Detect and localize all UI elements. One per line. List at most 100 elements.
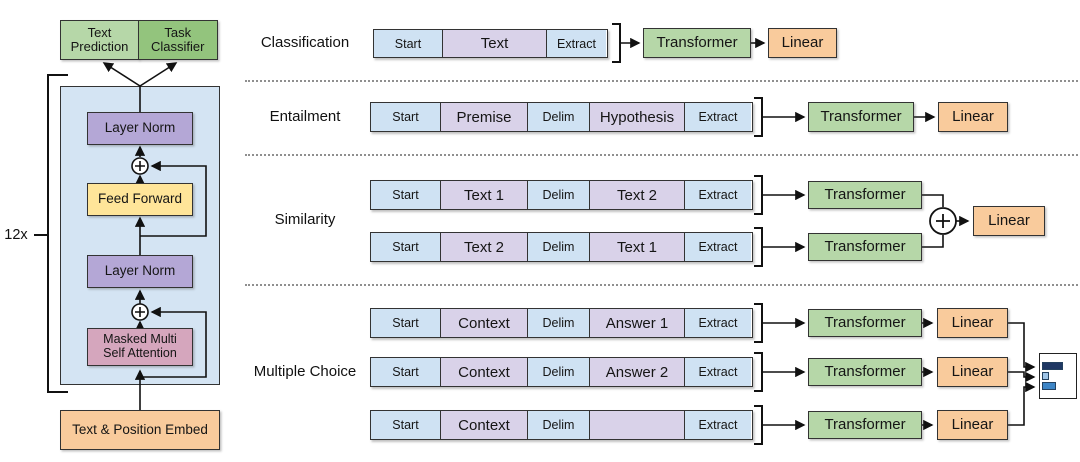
similarity-linear-box: Linear <box>973 206 1045 236</box>
entailment-label: Entailment <box>269 108 341 125</box>
token-premise: Premise <box>441 103 528 131</box>
layer-norm-bottom-label: Layer Norm <box>104 263 176 279</box>
token-hypothesis: Hypothesis <box>590 103 685 131</box>
token-delim: Delim <box>528 103 590 131</box>
text-prediction-label: Text Prediction <box>70 24 129 54</box>
transformer-label: Transformer <box>824 185 906 203</box>
entailment-token-strip: Start Premise Delim Hypothesis Extract <box>370 102 753 132</box>
extract-bracket <box>754 227 763 267</box>
transformer-label: Transformer <box>824 415 906 433</box>
token-context: Context <box>441 309 528 337</box>
layer-norm-bottom-box: Layer Norm <box>87 255 193 288</box>
token-extract: Extract <box>685 411 751 439</box>
classification-transformer-box: Transformer <box>643 28 751 58</box>
task-classifier-box: Task Classifier <box>137 20 218 60</box>
text-position-embed-label: Text & Position Embed <box>72 421 208 437</box>
separator-line <box>245 80 1078 82</box>
layer-norm-top-label: Layer Norm <box>104 120 176 136</box>
classification-token-strip: Start Text Extract <box>373 29 608 58</box>
token-start: Start <box>371 103 441 131</box>
transformer-label: Transformer <box>656 33 738 51</box>
line-transformer1-to-sum <box>922 194 944 207</box>
token-extract: Extract <box>685 103 751 131</box>
linear-label: Linear <box>988 211 1030 229</box>
token-answer2: Answer 2 <box>590 358 685 386</box>
token-context: Context <box>441 411 528 439</box>
extract-bracket <box>754 175 763 215</box>
transformer-label: Transformer <box>820 107 902 125</box>
extract-bracket <box>754 405 763 445</box>
extract-bracket <box>754 352 763 392</box>
multiple-choice-linear-box-2: Linear <box>937 357 1008 387</box>
token-extract: Extract <box>685 181 751 209</box>
multiple-choice-transformer-box-3: Transformer <box>808 411 922 439</box>
arrow-to-task-classifier <box>139 62 178 87</box>
arrow-linear2-to-scores <box>1008 371 1036 383</box>
entailment-linear-box: Linear <box>938 102 1008 132</box>
masked-attention-line1: Masked Multi <box>103 332 177 347</box>
multiple-choice-linear-box-1: Linear <box>937 308 1008 338</box>
similarity-transformer-box-2: Transformer <box>808 233 922 261</box>
similarity-transformer-box-1: Transformer <box>808 181 922 209</box>
similarity-token-strip-1: Start Text 1 Delim Text 2 Extract <box>370 180 753 210</box>
line-transformer2-to-sum <box>922 235 944 248</box>
layer-norm-top-box: Layer Norm <box>87 112 193 145</box>
token-start: Start <box>371 233 441 261</box>
linear-label: Linear <box>951 362 994 380</box>
similarity-token-strip-2: Start Text 2 Delim Text 1 Extract <box>370 232 753 262</box>
separator-line <box>245 154 1078 156</box>
token-delim: Delim <box>528 411 590 439</box>
multiple-choice-token-strip-1: Start Context Delim Answer 1 Extract <box>370 308 753 338</box>
token-extract: Extract <box>685 358 751 386</box>
classification-linear-box: Linear <box>768 28 837 58</box>
token-start: Start <box>371 181 441 209</box>
transformer-label: Transformer <box>824 237 906 255</box>
multiple-choice-transformer-box-2: Transformer <box>808 358 922 386</box>
arrow-linear1-to-scores <box>1008 322 1036 373</box>
similarity-label: Similarity <box>274 211 336 228</box>
token-answerN <box>590 411 685 439</box>
token-context: Context <box>441 358 528 386</box>
feed-forward-label: Feed Forward <box>97 191 183 207</box>
extract-bracket <box>754 303 763 343</box>
extract-bracket <box>754 97 763 137</box>
linear-label: Linear <box>952 107 994 125</box>
token-start: Start <box>371 309 441 337</box>
token-start: Start <box>371 411 441 439</box>
token-text1: Text 1 <box>441 181 528 209</box>
token-text2: Text 2 <box>590 181 685 209</box>
arrow-to-text-prediction <box>102 62 141 87</box>
linear-label: Linear <box>951 415 994 433</box>
token-start: Start <box>374 30 443 57</box>
masked-attention-line2: Self Attention <box>103 346 177 360</box>
score-bar-3 <box>1042 382 1056 390</box>
token-delim: Delim <box>528 309 590 337</box>
extract-bracket <box>612 23 621 63</box>
token-extract: Extract <box>685 309 751 337</box>
masked-multi-self-attention-box: Masked Multi Self Attention <box>87 328 193 366</box>
repeat-12x-label: 12x <box>4 227 28 243</box>
linear-label: Linear <box>781 33 824 51</box>
token-delim: Delim <box>528 181 590 209</box>
text-position-embed-box: Text & Position Embed <box>60 410 220 450</box>
multiple-choice-linear-box-3: Linear <box>937 410 1008 440</box>
arrow-linear3-to-scores <box>1008 381 1036 426</box>
transformer-label: Transformer <box>824 362 906 380</box>
text-prediction-box: Text Prediction <box>60 20 139 60</box>
entailment-transformer-box: Transformer <box>808 102 914 132</box>
multiple-choice-transformer-box-1: Transformer <box>808 309 922 337</box>
sum-icon <box>929 207 957 235</box>
token-extract: Extract <box>685 233 751 261</box>
token-start: Start <box>371 358 441 386</box>
multiple-choice-label: Multiple Choice <box>253 363 357 380</box>
token-text: Text <box>443 30 547 57</box>
answer-score-chart <box>1039 353 1077 399</box>
token-text2: Text 2 <box>441 233 528 261</box>
multiple-choice-token-strip-3: Start Context Delim Extract <box>370 410 753 440</box>
multiple-choice-token-strip-2: Start Context Delim Answer 2 Extract <box>370 357 753 387</box>
token-delim: Delim <box>528 233 590 261</box>
classification-label: Classification <box>260 34 350 51</box>
token-answer1: Answer 1 <box>590 309 685 337</box>
token-text1: Text 1 <box>590 233 685 261</box>
